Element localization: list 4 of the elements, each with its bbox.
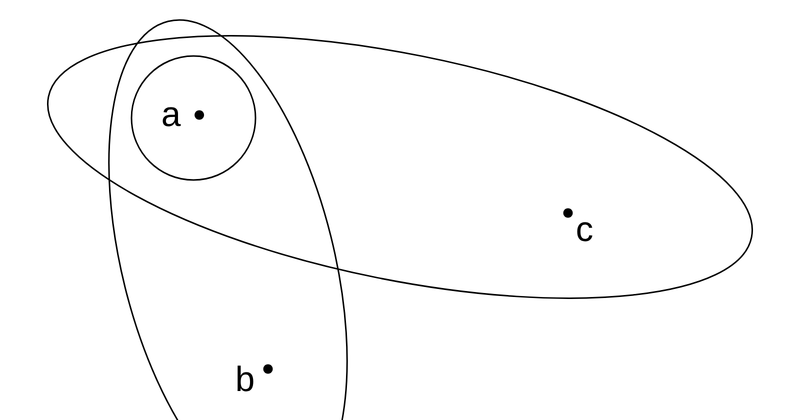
point-label: b: [238, 366, 254, 392]
circle: [130, 55, 256, 181]
point-label: c: [577, 222, 592, 242]
point-label: a: [162, 107, 181, 126]
